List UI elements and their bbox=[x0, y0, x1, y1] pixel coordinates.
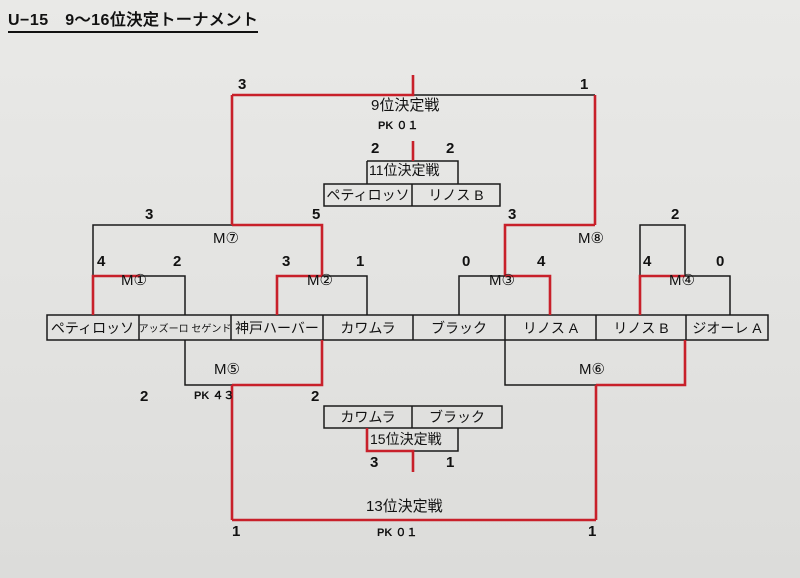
team-slot-4: カワムラ bbox=[340, 319, 396, 336]
final15-winner bbox=[365, 428, 415, 472]
m1-loser bbox=[140, 275, 186, 315]
team-slot-2: アッズーロ セゲンド bbox=[139, 324, 231, 335]
score-m1-home: 4 bbox=[97, 253, 106, 270]
m3-loser bbox=[458, 275, 505, 315]
box-15th bbox=[323, 405, 503, 429]
m6-winner bbox=[596, 340, 687, 387]
score-m7-right: 5 bbox=[312, 206, 321, 223]
m4-winner bbox=[638, 274, 685, 315]
m6-left-black bbox=[504, 340, 596, 386]
m5-right-black bbox=[232, 340, 323, 386]
team-slot-8: ジオーレ A bbox=[692, 319, 762, 336]
team-11th-left: ペティロッソ bbox=[326, 187, 410, 203]
m3-winner bbox=[505, 274, 552, 315]
m2-loser bbox=[322, 275, 368, 315]
box-11th-label bbox=[366, 160, 459, 184]
page-title: U−15 9〜16位決定トーナメント bbox=[8, 6, 259, 33]
m4-loser bbox=[685, 275, 731, 315]
team-15th-left: カワムラ bbox=[340, 409, 396, 425]
place-label-13th: 13位決定戦 bbox=[366, 498, 443, 515]
team-slot-3: 神戸ハーバー bbox=[235, 319, 319, 336]
score-m1-away: 2 bbox=[173, 253, 182, 270]
score-m2-home: 3 bbox=[282, 253, 291, 270]
score-13th-right: 1 bbox=[588, 523, 597, 540]
m1-winner bbox=[91, 274, 140, 315]
match-label-m3: M③ bbox=[489, 272, 515, 289]
match-label-m2: M② bbox=[307, 272, 333, 289]
pk-13th: PK ０１ bbox=[377, 527, 418, 539]
score-15th-left: 3 bbox=[370, 454, 379, 471]
score-11th-right: 2 bbox=[446, 140, 455, 157]
score-m2-away: 1 bbox=[356, 253, 365, 270]
m5-left-black bbox=[184, 340, 232, 386]
score-m4-away: 0 bbox=[716, 253, 725, 270]
m7-winner bbox=[232, 223, 324, 276]
place-label-15th: 15位決定戦 bbox=[370, 431, 442, 447]
score-13th-left: 1 bbox=[232, 523, 241, 540]
match-label-m6: M⑥ bbox=[579, 361, 605, 378]
team-11th-right: リノス B bbox=[428, 187, 484, 203]
score-9th-right: 1 bbox=[580, 76, 589, 93]
score-11th-left: 2 bbox=[371, 140, 380, 157]
score-m7-left: 3 bbox=[145, 206, 154, 223]
team-row-frame bbox=[46, 314, 769, 341]
place-label-11th: 11位決定戦 bbox=[369, 162, 440, 178]
team-slot-7: リノス B bbox=[613, 319, 669, 336]
pk-m5: PK ４３ bbox=[194, 390, 235, 402]
team-slot-5: ブラック bbox=[431, 319, 487, 336]
score-m5-right: 2 bbox=[311, 388, 320, 405]
pk-9th: PK ０１ bbox=[378, 120, 419, 132]
score-m8-left: 3 bbox=[508, 206, 517, 223]
m7-left-black bbox=[92, 224, 232, 276]
team-slot-1: ペティロッソ bbox=[50, 319, 135, 336]
score-m4-home: 4 bbox=[643, 253, 652, 270]
match-label-m8: M⑧ bbox=[578, 230, 604, 247]
score-m3-away: 4 bbox=[537, 253, 546, 270]
match-label-m5: M⑤ bbox=[214, 361, 240, 378]
score-m8-right: 2 bbox=[671, 206, 680, 223]
team-slot-6: リノス A bbox=[522, 319, 579, 336]
final9-winner bbox=[232, 75, 415, 97]
score-9th-left: 3 bbox=[238, 76, 247, 93]
m5-winner bbox=[232, 340, 324, 387]
m2-winner bbox=[275, 274, 322, 315]
match-label-m4: M④ bbox=[669, 272, 695, 289]
place-label-9th: 9位決定戦 bbox=[371, 97, 440, 114]
m8-right-black bbox=[639, 224, 686, 276]
match-label-m1: M① bbox=[121, 272, 147, 289]
score-m3-home: 0 bbox=[462, 253, 471, 270]
score-15th-right: 1 bbox=[446, 454, 455, 471]
score-m5-left: 2 bbox=[140, 388, 149, 405]
m8-winner bbox=[503, 223, 595, 276]
team-15th-right: ブラック bbox=[429, 409, 485, 425]
match-label-m7: M⑦ bbox=[213, 230, 239, 247]
